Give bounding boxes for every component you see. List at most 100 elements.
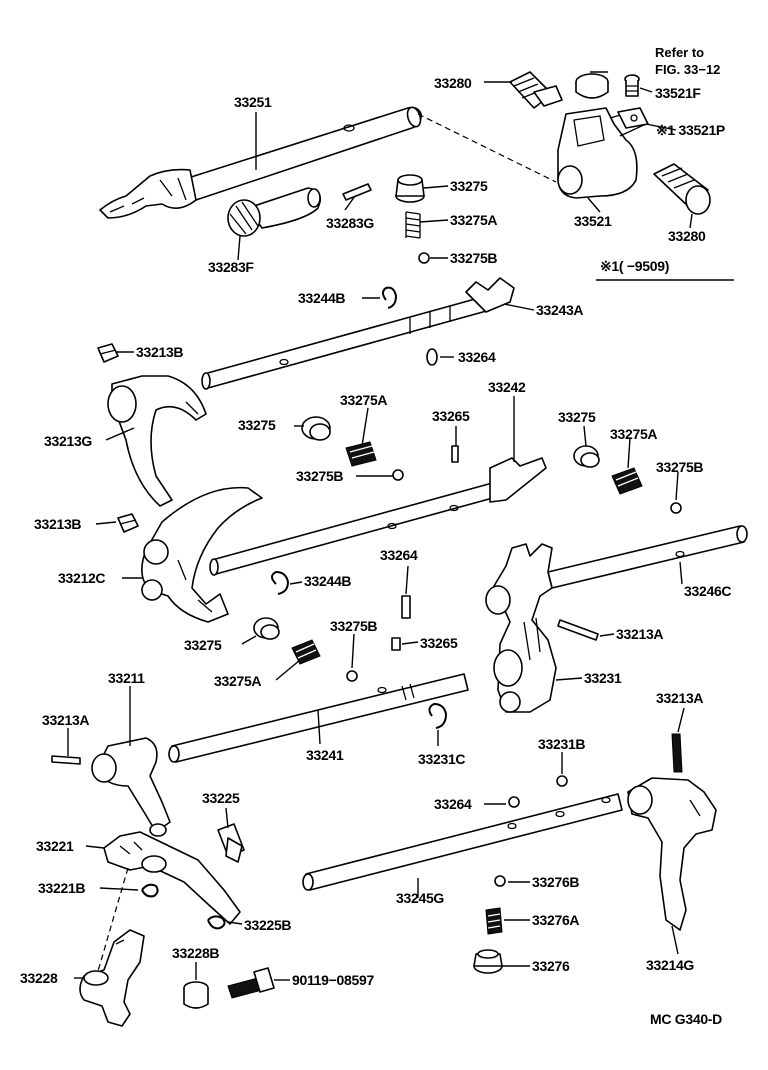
label-33228: 33228	[20, 970, 58, 986]
label-33275-midright: 33275	[558, 409, 596, 425]
label-33275-lower: 33275	[184, 637, 222, 653]
label-33242: 33242	[488, 379, 526, 395]
label-33213A-mid: 33213A	[616, 626, 663, 642]
clip-33244B-top	[382, 286, 398, 309]
part-labels: 33251 33280 Refer to FIG. 33−12 33521F ※…	[20, 45, 734, 1027]
ring-33264-lower	[508, 796, 520, 808]
bracket-33228	[79, 929, 145, 1027]
label-33241: 33241	[306, 747, 344, 763]
ball-33275B-mid-right	[670, 502, 682, 514]
ball-33275B-top	[418, 252, 430, 264]
label-33213A-right: 33213A	[656, 690, 703, 706]
clip-33231C	[428, 702, 448, 729]
label-33221: 33221	[36, 838, 74, 854]
label-33244B-mid: 33244B	[304, 573, 351, 589]
note-9509: ※1( −9509)	[600, 258, 669, 274]
body-33231	[485, 543, 557, 713]
pin-33283G	[342, 183, 372, 201]
fork-33214G	[627, 733, 717, 931]
ball-33275B-lower	[346, 670, 358, 682]
lever-33221	[103, 831, 241, 925]
label-33212C: 33212C	[58, 570, 105, 586]
label-33213B-mid: 33213B	[34, 516, 81, 532]
spring-33275A-lower	[291, 639, 321, 665]
figure-code: MC G340-D	[650, 1011, 722, 1027]
label-33265-lower: 33265	[420, 635, 458, 651]
ball-33231B	[556, 775, 568, 787]
bolt-33213B-mid	[117, 513, 139, 533]
label-33231C: 33231C	[418, 751, 465, 767]
ball-33276B	[494, 875, 506, 887]
label-33213B-top: 33213B	[136, 344, 183, 360]
label-33231: 33231	[584, 670, 622, 686]
label-33228B: 33228B	[172, 945, 219, 961]
clip-33244B-mid	[271, 570, 290, 595]
label-33231B: 33231B	[538, 736, 585, 752]
label-90119-08597: 90119−08597	[292, 972, 374, 988]
plate-33521P	[617, 107, 649, 129]
ball-33275B-mid-left	[392, 469, 404, 481]
pin-33213A-right	[671, 733, 683, 773]
label-33275A-midright: 33275A	[610, 426, 657, 442]
detent-33283F	[227, 187, 322, 237]
label-33211: 33211	[108, 670, 145, 686]
spring-33275A-top	[405, 211, 421, 239]
label-33251: 33251	[234, 94, 272, 110]
label-33275B-top: 33275B	[450, 250, 497, 266]
spring-33276A	[485, 907, 503, 935]
leader-lines	[67, 71, 693, 981]
ring-33264-top	[426, 348, 438, 366]
pin-33265-lower	[391, 637, 401, 651]
label-33521P: ※1 33521P	[656, 122, 725, 138]
label-33213A-left: 33213A	[42, 712, 89, 728]
refer-line-2: FIG. 33−12	[655, 62, 720, 77]
label-33225: 33225	[202, 790, 240, 806]
label-33264-mid: 33264	[380, 547, 418, 563]
label-33275-midleft: 33275	[238, 417, 276, 433]
label-33283F: 33283F	[208, 259, 254, 275]
clip-33225B	[207, 915, 226, 930]
label-33280-bottom: 33280	[668, 228, 706, 244]
shaft-33246C	[547, 525, 748, 589]
spring-33275A-mid-right	[611, 467, 643, 495]
block-33225	[217, 823, 245, 863]
housing-33521	[557, 107, 647, 199]
label-33275B-midleft: 33275B	[296, 468, 343, 484]
shaft-33243A	[201, 277, 515, 390]
bolt-33213B-top	[97, 343, 119, 363]
label-33213G: 33213G	[44, 433, 92, 449]
label-33280-top: 33280	[434, 75, 472, 91]
label-33521: 33521	[574, 213, 612, 229]
pin-33265-top	[451, 445, 459, 463]
label-33276B: 33276B	[532, 874, 579, 890]
label-33246C: 33246C	[684, 583, 731, 599]
label-33275-top: 33275	[450, 178, 488, 194]
label-33264-lower: 33264	[434, 796, 472, 812]
shaft-33241	[168, 673, 469, 763]
label-33275B-midright: 33275B	[656, 459, 703, 475]
spring-33275A-mid-left	[345, 441, 377, 467]
label-33214G: 33214G	[646, 957, 694, 973]
fork-33213G	[107, 375, 207, 507]
bolt-33521F	[624, 74, 640, 97]
label-33521F: 33521F	[655, 85, 701, 101]
clip-33221B	[141, 883, 159, 898]
label-33276A: 33276A	[532, 912, 579, 928]
lever-33211	[91, 737, 171, 837]
pin-33264-mid	[401, 595, 411, 619]
label-33225B: 33225B	[244, 917, 291, 933]
sensor-33280-top	[509, 71, 563, 109]
shaft-33242	[209, 457, 547, 576]
label-33275B-lower: 33275B	[330, 618, 377, 634]
fork-33212C	[141, 486, 263, 623]
label-33265-top: 33265	[432, 408, 470, 424]
plug-33275-top	[395, 174, 425, 203]
label-33264-top: 33264	[458, 349, 496, 365]
label-33244B-top: 33244B	[298, 290, 345, 306]
label-33275A-lower: 33275A	[214, 673, 261, 689]
plug-33275-lower	[253, 617, 280, 640]
pin-33213A-mid	[557, 619, 599, 641]
refer-line-1: Refer to	[655, 45, 704, 60]
plug-33275-mid-left	[301, 416, 331, 441]
